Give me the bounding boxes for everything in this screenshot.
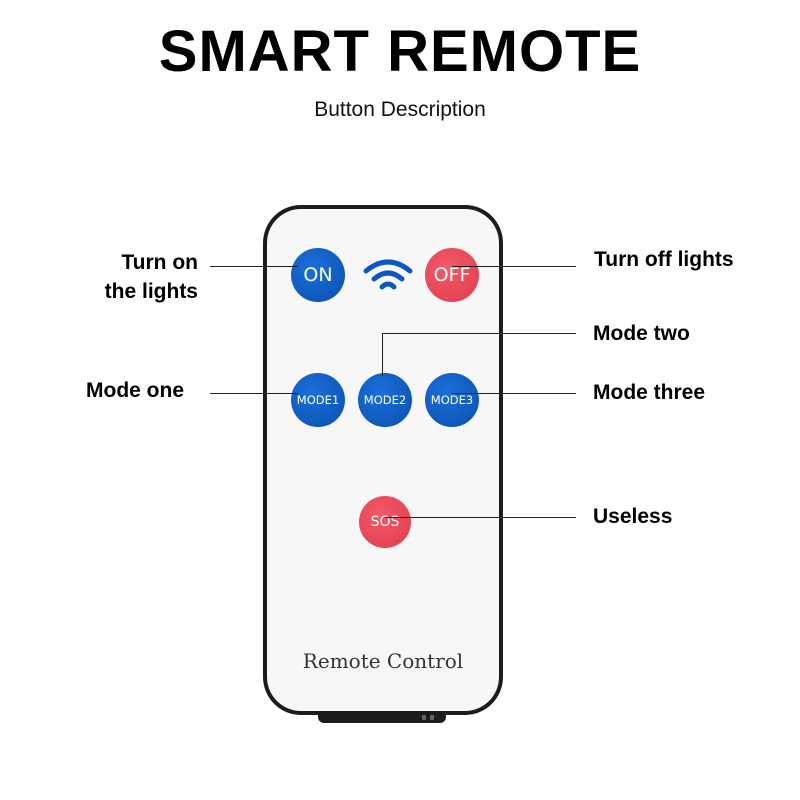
page-title: SMART REMOTE xyxy=(158,19,642,84)
mode3-button[interactable]: MODE3 xyxy=(425,373,479,427)
page-subtitle: Button Description xyxy=(314,98,486,121)
mode-two-callout: Mode two xyxy=(593,322,690,345)
remote-bottom-tab xyxy=(318,713,446,723)
off-callout: Turn off lights xyxy=(594,248,734,271)
tab-notch xyxy=(430,715,434,720)
wifi-signal-icon xyxy=(363,259,413,290)
remote-control-label: Remote Control xyxy=(302,649,464,673)
on-leader-line xyxy=(210,266,298,267)
remote-face: ON OFF MODE1 MODE2 MODE3 SOS Remote Cont… xyxy=(267,209,499,711)
on-callout: Turn on the lights xyxy=(60,248,198,306)
remote-control-body: ON OFF MODE1 MODE2 MODE3 SOS Remote Cont… xyxy=(263,205,503,715)
mode-two-leader-line xyxy=(382,333,576,334)
mode-three-leader-line xyxy=(452,393,576,394)
mode-three-callout: Mode three xyxy=(593,381,706,404)
sos-leader-line xyxy=(385,517,576,518)
mode1-button[interactable]: MODE1 xyxy=(291,373,345,427)
on-callout-line1: Turn on xyxy=(121,251,198,274)
mode2-button[interactable]: MODE2 xyxy=(358,373,412,427)
sos-callout: Useless xyxy=(593,505,673,528)
off-leader-line xyxy=(452,266,576,267)
off-button[interactable]: OFF xyxy=(425,248,479,302)
mode-one-leader-line xyxy=(210,393,298,394)
on-button[interactable]: ON xyxy=(291,248,345,302)
on-callout-line2: the lights xyxy=(104,280,198,303)
sos-button[interactable]: SOS xyxy=(359,496,411,548)
mode-one-callout: Mode one xyxy=(86,379,184,402)
tab-notch xyxy=(422,715,426,720)
mode-two-leader-vertical xyxy=(382,333,383,376)
